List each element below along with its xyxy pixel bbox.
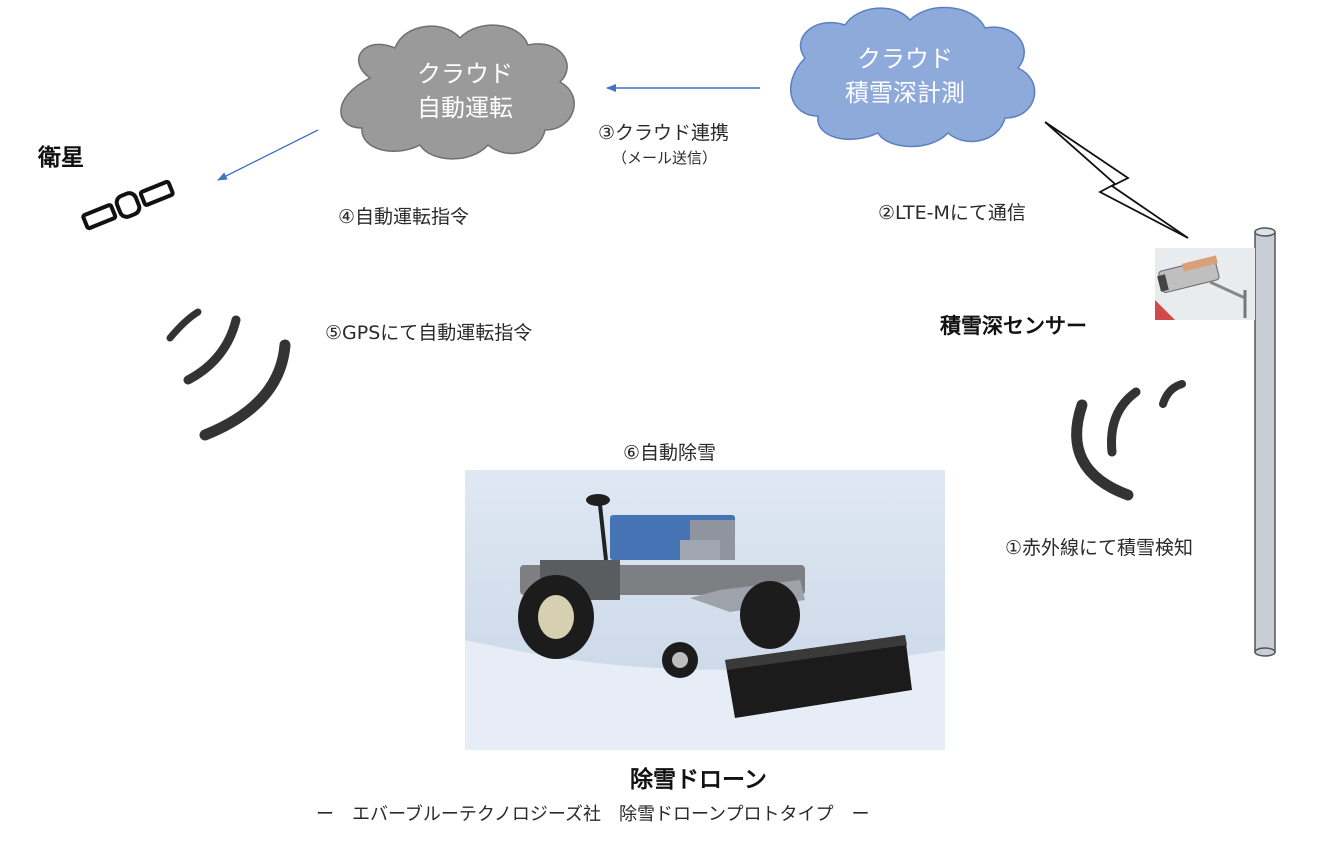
step-3-sublabel: （メール送信）: [612, 147, 717, 168]
cloud-measure: クラウド 積雪深計測: [795, 40, 1015, 120]
satellite-icon: [81, 178, 175, 233]
step-6-label: ⑥自動除雪: [623, 438, 716, 465]
sensor-title: 積雪深センサー: [940, 310, 1087, 340]
step-1-label: ①赤外線にて積雪検知: [1005, 533, 1193, 560]
arrow-cloud-to-satellite: [218, 130, 318, 180]
infrared-signal-icon: [1077, 384, 1182, 495]
drone-title: 除雪ドローン: [630, 760, 767, 794]
cloud-auto: クラウド 自動運転: [355, 55, 575, 135]
satellite-title: 衛星: [38, 138, 84, 172]
cloud-auto-line2: 自動運転: [355, 91, 575, 125]
drone-caption: ー エバーブルーテクノロジーズ社 除雪ドローンプロトタイプ ー: [316, 800, 870, 826]
cloud-measure-line2: 積雪深計測: [795, 76, 1015, 110]
step-3-label: ③クラウド連携: [598, 118, 729, 145]
cloud-measure-line1: クラウド: [795, 42, 1015, 76]
drone-photo: [465, 470, 945, 750]
step-5-label: ⑤GPSにて自動運転指令: [325, 318, 532, 345]
step-2-label: ②LTE-Mにて通信: [878, 198, 1026, 225]
cloud-auto-line1: クラウド: [355, 57, 575, 91]
step-4-label: ④自動運転指令: [338, 202, 469, 229]
sensor-pole: [1255, 228, 1275, 656]
sensor-photo: [1155, 248, 1255, 320]
lightning-icon: [1045, 122, 1188, 238]
gps-signal-icon: [170, 312, 285, 435]
